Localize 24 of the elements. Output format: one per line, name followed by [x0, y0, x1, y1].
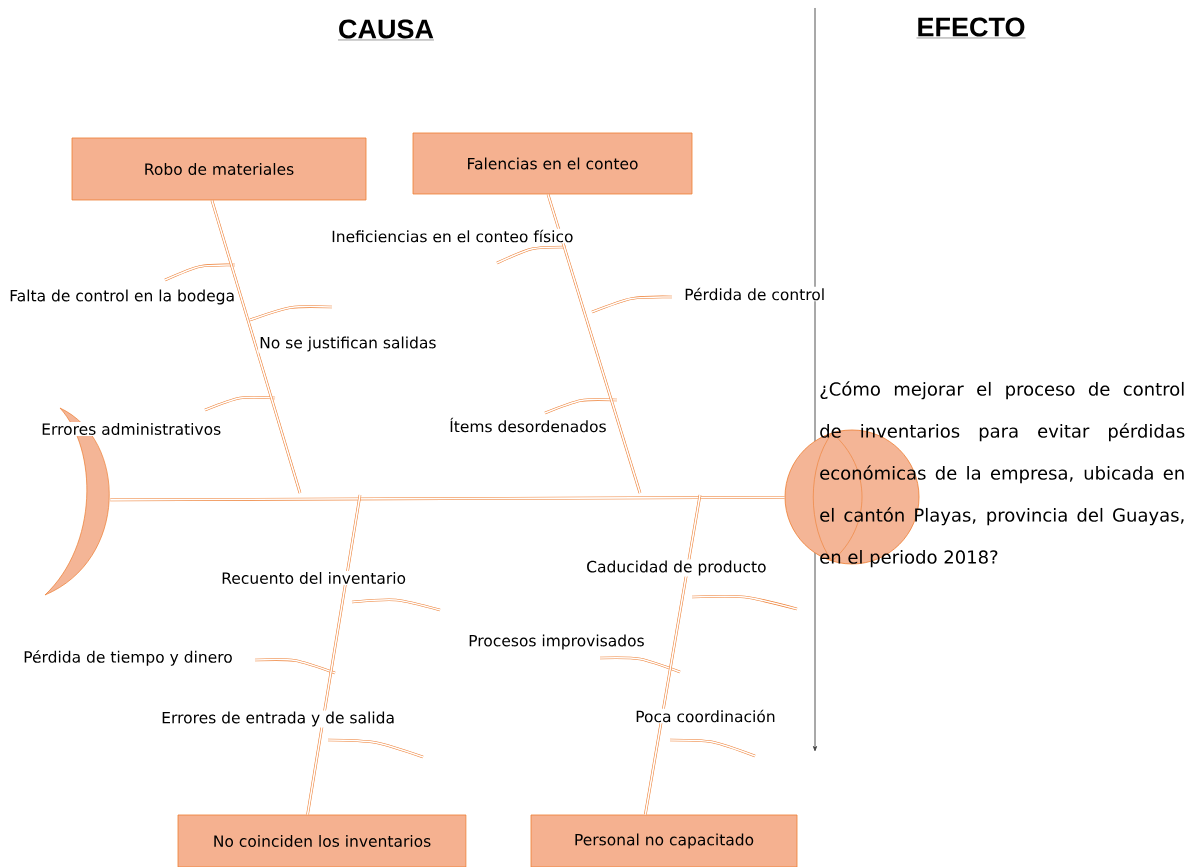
cause-label: Falta de control en la bodega — [8, 288, 236, 306]
cause-label: No se justifican salidas — [258, 335, 438, 353]
cause-label: Ineficiencias en el conteo físico — [330, 228, 575, 244]
cause-label: Procesos improvisados — [467, 633, 646, 651]
cause-label: Pérdida de tiempo y dinero — [22, 649, 234, 667]
cause-label: Poca coordinación — [634, 708, 777, 724]
effect-question: ¿Cómo mejorar el proceso de control de inventarios para evitar pérdidas económicas de la empresa, ubicada en el cantón Playas, provincia del Guayas, en el periodo 2018? — [820, 381, 1185, 568]
cause-label: Ítems desordenados — [448, 416, 608, 434]
bone-line — [644, 494, 702, 816]
cause-label: Caducidad de producto — [585, 559, 768, 577]
cause-label: Recuento del inventario — [220, 571, 407, 585]
bone-line — [306, 494, 362, 816]
cause-label: Errores de entrada y de salida — [160, 710, 396, 728]
section-heading: CAUSA — [337, 19, 435, 41]
bone-line — [210, 199, 302, 494]
cause-box: Robo de materiales — [71, 137, 367, 201]
cause-box: Personal no capacitado — [530, 814, 798, 867]
bone-line — [546, 193, 642, 494]
cause-box: Falencias en el conteo — [412, 132, 693, 195]
cause-label: Pérdida de control — [683, 286, 827, 302]
cause-box: No coinciden los inventarios — [177, 814, 467, 867]
spine-line — [109, 495, 786, 502]
cause-label: Errores administrativos — [40, 422, 223, 436]
section-heading: EFECTO — [916, 17, 1026, 39]
